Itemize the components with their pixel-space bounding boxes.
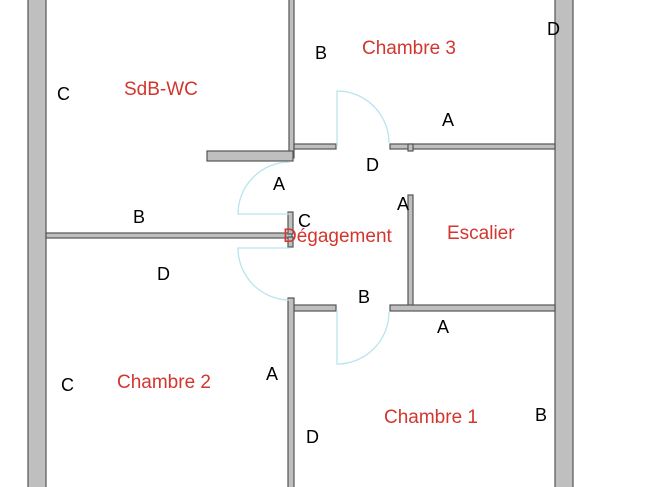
room-label-sdb-wc: SdB-WC (124, 79, 198, 100)
left-exterior-wall (27, 0, 47, 487)
door-chambre3-swing (336, 90, 390, 147)
wall-jamb-upper (287, 211, 294, 235)
wall-letter-c3-b: B (315, 43, 328, 63)
door-chambre2-swing (237, 247, 291, 301)
door-sdb-swing (237, 161, 291, 215)
wall-chambre1-top-left (293, 304, 337, 312)
wall-letter-c1-b: B (535, 405, 548, 425)
wall-letter-c2-c: C (61, 375, 74, 395)
wall-letter-deg-a-right: A (397, 194, 410, 214)
wall-letter-deg-b-bottom: B (358, 287, 371, 307)
wall-letter-sdb-b: B (133, 207, 146, 227)
wall-jamb-lower (287, 236, 294, 248)
wall-stub-sdb (206, 150, 294, 162)
room-label-chambre1: Chambre 1 (384, 407, 478, 428)
wall-chambre3-bottom-right (389, 143, 556, 150)
wall-chambre1-top-right (389, 304, 556, 312)
wall-letter-c1-a: A (437, 317, 450, 337)
wall-letter-c3-a: A (442, 110, 455, 130)
room-label-chambre2: Chambre 2 (117, 372, 211, 393)
wall-chambre2-chambre1 (287, 297, 295, 487)
right-exterior-wall (554, 0, 574, 487)
wall-sdb-chambre2 (45, 232, 293, 239)
wall-chambre3-bottom-left (293, 143, 337, 150)
wall-sdb-chambre3 (288, 0, 295, 159)
room-label-chambre3: Chambre 3 (362, 38, 456, 59)
room-label-degagement: Dégagement (283, 226, 392, 247)
door-chambre1-swing (336, 310, 390, 365)
wall-letter-c2-d: D (157, 264, 170, 284)
wall-letter-deg-d-top: D (366, 155, 379, 175)
wall-post-chambre3 (407, 143, 414, 152)
wall-letter-c3-d: D (547, 19, 560, 39)
room-label-escalier: Escalier (447, 223, 515, 244)
wall-letter-c1-d: D (306, 427, 319, 447)
wall-letter-deg-a-left: A (273, 174, 286, 194)
wall-letter-sdb-c: C (57, 84, 70, 104)
wall-letter-c2-a: A (266, 364, 279, 384)
wall-letter-deg-c: C (298, 211, 311, 231)
